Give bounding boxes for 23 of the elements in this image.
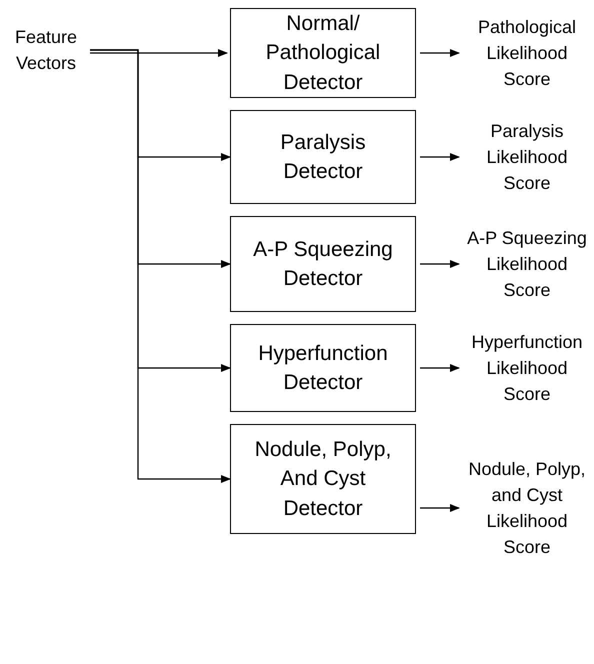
arrow	[420, 153, 460, 161]
arrow	[420, 260, 460, 268]
output-label: Hyperfunction Likelihood Score	[462, 328, 592, 408]
input-label: Feature Vectors	[6, 24, 86, 76]
detector-box	[230, 8, 416, 98]
arrow	[420, 504, 460, 512]
arrow	[90, 49, 228, 57]
detector-box	[230, 216, 416, 312]
detector-box	[230, 324, 416, 412]
arrow	[420, 49, 460, 57]
detector-label: Nodule, Polyp, And Cyst Detector	[254, 436, 392, 522]
detector-box	[230, 110, 416, 204]
detector-box	[230, 424, 416, 534]
arrow	[90, 49, 231, 483]
output-label: Pathological Likelihood Score	[462, 14, 592, 92]
arrow	[420, 364, 460, 372]
detector-label: Normal/ Pathological Detector	[264, 10, 382, 96]
detector-label: Paralysis Detector	[279, 130, 367, 185]
output-label: A-P Squeezing Likelihood Score	[462, 224, 592, 304]
detector-label: A-P Squeezing Detector	[252, 236, 394, 292]
output-label: Nodule, Polyp, and Cyst Likelihood Score	[462, 456, 592, 560]
detector-label: Hyperfunction Detector	[257, 340, 389, 396]
output-label: Paralysis Likelihood Score	[462, 118, 592, 196]
